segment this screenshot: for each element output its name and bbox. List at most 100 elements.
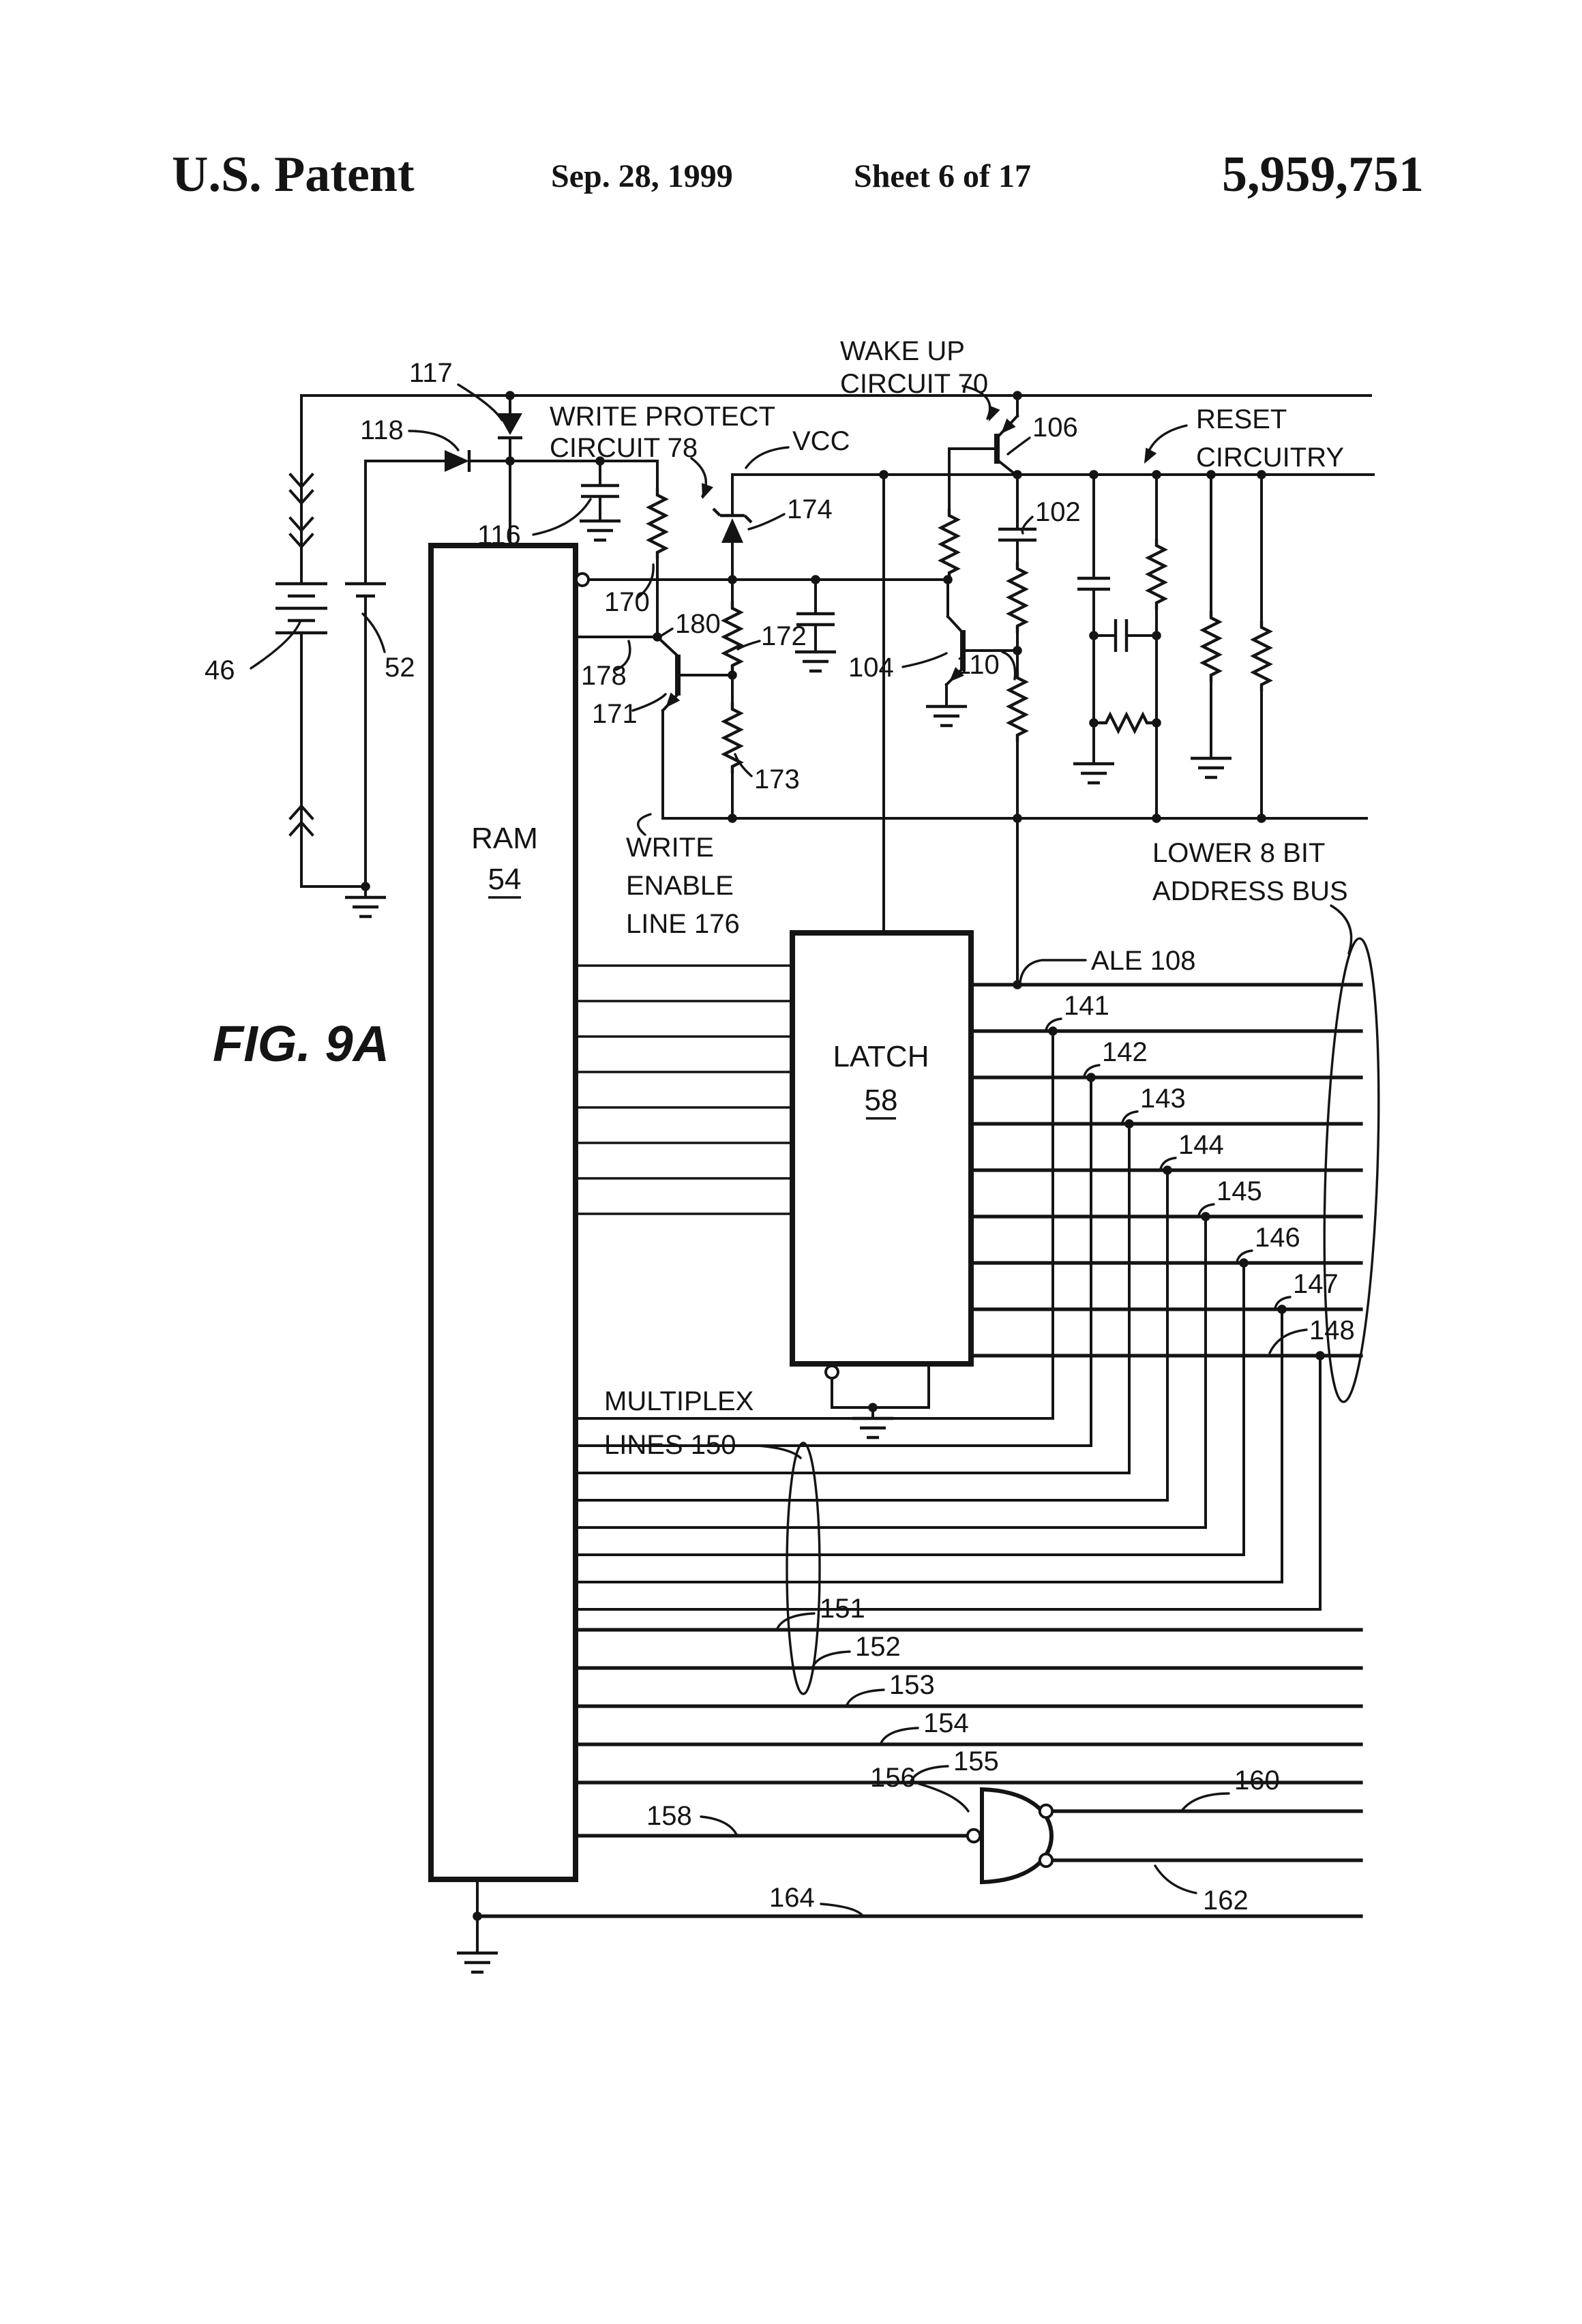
junction-dot [1013,391,1022,400]
battery-cell-plates [345,582,386,598]
latch-box: LATCH 58 [790,930,974,1437]
latch-label: LATCH [833,1040,929,1073]
diode-triangle [445,450,469,472]
label-117: 117 [409,358,453,388]
figure-label: FIG. 9A [213,1015,389,1072]
junction-dot [1013,646,1022,655]
junction-dot [505,391,515,400]
filter-capacitor [795,612,836,671]
label-write-enable-3: LINE 176 [626,909,740,939]
junction-dot [879,470,889,479]
resistor-110 [1009,671,1026,742]
latch-ref: 58 [865,1084,898,1117]
junction-dot [728,670,737,680]
label-52: 52 [385,653,415,683]
wire-segments [300,394,1375,1954]
diode-117 [498,394,522,462]
label-ale-108: ALE 108 [1091,946,1195,976]
label-146: 146 [1255,1223,1300,1253]
label-178: 178 [581,661,627,691]
junction-dot [1152,470,1161,479]
ram-ref: 54 [488,863,522,896]
output-resistor [1253,621,1270,691]
bleed-resistor [1203,611,1219,682]
label-142: 142 [1102,1037,1148,1067]
base-resistor [941,509,957,580]
label-164: 164 [769,1883,815,1913]
reference-labels: 117 118 46 52 WRITE PROTECT CIRCUIT 78 V… [205,336,1355,1916]
multiplex-grouping-loop [786,1442,821,1695]
resistor-172 [724,601,741,672]
leader-arrowhead [1139,447,1157,467]
junction-dot [1206,470,1216,479]
diode-118 [445,450,471,472]
junction-dot [1013,470,1022,479]
bus-grouping-loop [1323,937,1380,1403]
zener-174 [712,507,753,543]
label-143: 143 [1140,1084,1186,1114]
label-170: 170 [604,587,650,617]
battery-46 [275,473,327,837]
reset-rc-network [1073,539,1270,783]
label-leaders [250,383,1353,1916]
junction-dot [1277,1305,1287,1314]
ground-symbol [580,521,621,540]
junction-dot [505,456,515,466]
label-154: 154 [923,1708,969,1738]
transistor-171 [661,655,681,712]
junction-dot [1201,1212,1210,1221]
label-46: 46 [205,655,235,685]
gate-output-bubble [966,1828,982,1844]
label-145: 145 [1217,1176,1262,1206]
series-resistor-horizontal [1099,715,1154,731]
label-reset-1: RESET [1196,404,1287,434]
latch-outline [790,930,974,1367]
ram-label: RAM [471,822,538,855]
ground-symbol [1073,764,1114,783]
zener-bar [712,507,753,524]
junction-dot [1257,814,1266,823]
ground-symbol [457,1953,498,1972]
junction-dot [1152,631,1161,640]
diode-triangle [498,413,522,435]
label-180: 180 [675,609,721,639]
label-152: 152 [855,1632,901,1662]
leader-lines [250,383,1353,1916]
label-160: 160 [1234,1766,1280,1796]
junction-dot [1257,470,1266,479]
output-enable-bubble [824,1365,839,1380]
circuit-wiring [300,394,1375,1954]
capacitor-116 [580,483,621,540]
ram-outline [428,543,578,1882]
capacitor-plates [796,612,835,627]
junction-dot [1089,470,1099,479]
label-102: 102 [1035,497,1081,527]
junction-dot [943,575,953,584]
gate-input-bubble-bottom [1038,1852,1054,1868]
capacitor-plates [581,483,619,498]
label-148: 148 [1309,1315,1355,1345]
label-write-enable-1: WRITE [626,833,714,863]
label-address-bus-1: LOWER 8 BIT [1152,838,1325,868]
capacitor-plates [1077,576,1110,591]
patent-date: Sep. 28, 1999 [551,158,733,194]
label-reset-2: CIRCUITRY [1196,443,1344,473]
label-110: 110 [956,650,1000,680]
junction-dot [1315,1351,1325,1360]
label-155: 155 [953,1746,999,1776]
label-write-protect-1: WRITE PROTECT [550,402,775,432]
label-173: 173 [754,764,800,794]
label-multiplex-2: LINES 150 [604,1430,736,1460]
label-106: 106 [1032,413,1078,443]
junction-dots [361,391,1325,1921]
capacitor-plates [998,527,1036,542]
zener-triangle [721,518,743,543]
junction-dot [1089,718,1099,728]
leader-arrowhead [983,405,1000,424]
junction-dot [361,882,370,891]
label-172: 172 [761,621,807,651]
battery-cell-plates [275,582,327,635]
label-118: 118 [360,415,404,445]
